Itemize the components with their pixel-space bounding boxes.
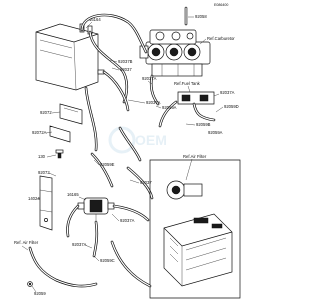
label-92037a-right: 92037A: [220, 90, 235, 95]
label-92059d: 92059D: [224, 104, 239, 109]
bolt-130: [55, 149, 64, 159]
label-14024: 14024: [28, 196, 40, 201]
label-92037a-bottom: 92037A: [72, 242, 87, 247]
evaporative-emission-parts-diagram: OEM E086400 16164 92058: [14, 3, 241, 299]
label-ref-carburetor: Ref.Carburetor: [207, 36, 235, 41]
label-92059e: 92059E: [100, 162, 115, 167]
label-92072: 92072: [40, 110, 52, 115]
fitting-92059: [27, 281, 33, 287]
carburetor-assembly: [139, 29, 211, 77]
hose-lower-network: [28, 204, 152, 288]
label-16164: 16164: [89, 17, 101, 22]
label-92072-low: 92072: [38, 170, 50, 175]
label-16165: 16165: [67, 192, 79, 197]
label-ref-air-filter-left: Ref. Air Filter: [14, 240, 39, 245]
label-92059a: 92059A: [162, 105, 177, 110]
label-92037a-top: 92037A: [142, 76, 157, 81]
label-92059: 92059: [34, 291, 46, 296]
valve-16165: [77, 197, 115, 222]
air-filter-assembly: [149, 159, 241, 299]
label-92072a: 92072A: [32, 130, 47, 135]
label-92059c: 92059C: [100, 258, 115, 263]
label-92037a-mid: 92037A: [146, 100, 161, 105]
bracket-92072: [59, 103, 83, 125]
fuel-tank-fitting: [158, 91, 216, 128]
hose-middle-network: [84, 86, 154, 200]
label-92037-b: 92037: [140, 180, 152, 185]
label-130: 130: [38, 154, 46, 159]
label-ref-air-filter-right: Ref.Air Filter: [183, 154, 207, 159]
bracket-14024: [39, 175, 53, 231]
label-92037b: 92037B: [118, 59, 133, 64]
svg-text:OEM: OEM: [135, 132, 167, 148]
hose-upper-network: [80, 13, 160, 112]
label-ref-fuel-tank: Ref.Fuel Tank: [174, 81, 201, 86]
label-92037-a: 92037: [120, 67, 132, 72]
pad-92072a: [49, 125, 71, 143]
label-92037a-low: 92037A: [120, 218, 135, 223]
label-92058-top: 92058: [195, 14, 207, 19]
reference-code: E086400: [214, 3, 228, 7]
watermark-logo: OEM: [108, 126, 167, 154]
label-92059a-second: 92059A: [208, 130, 223, 135]
label-92059b: 92059B: [196, 122, 211, 127]
canister-16164: [35, 23, 105, 91]
